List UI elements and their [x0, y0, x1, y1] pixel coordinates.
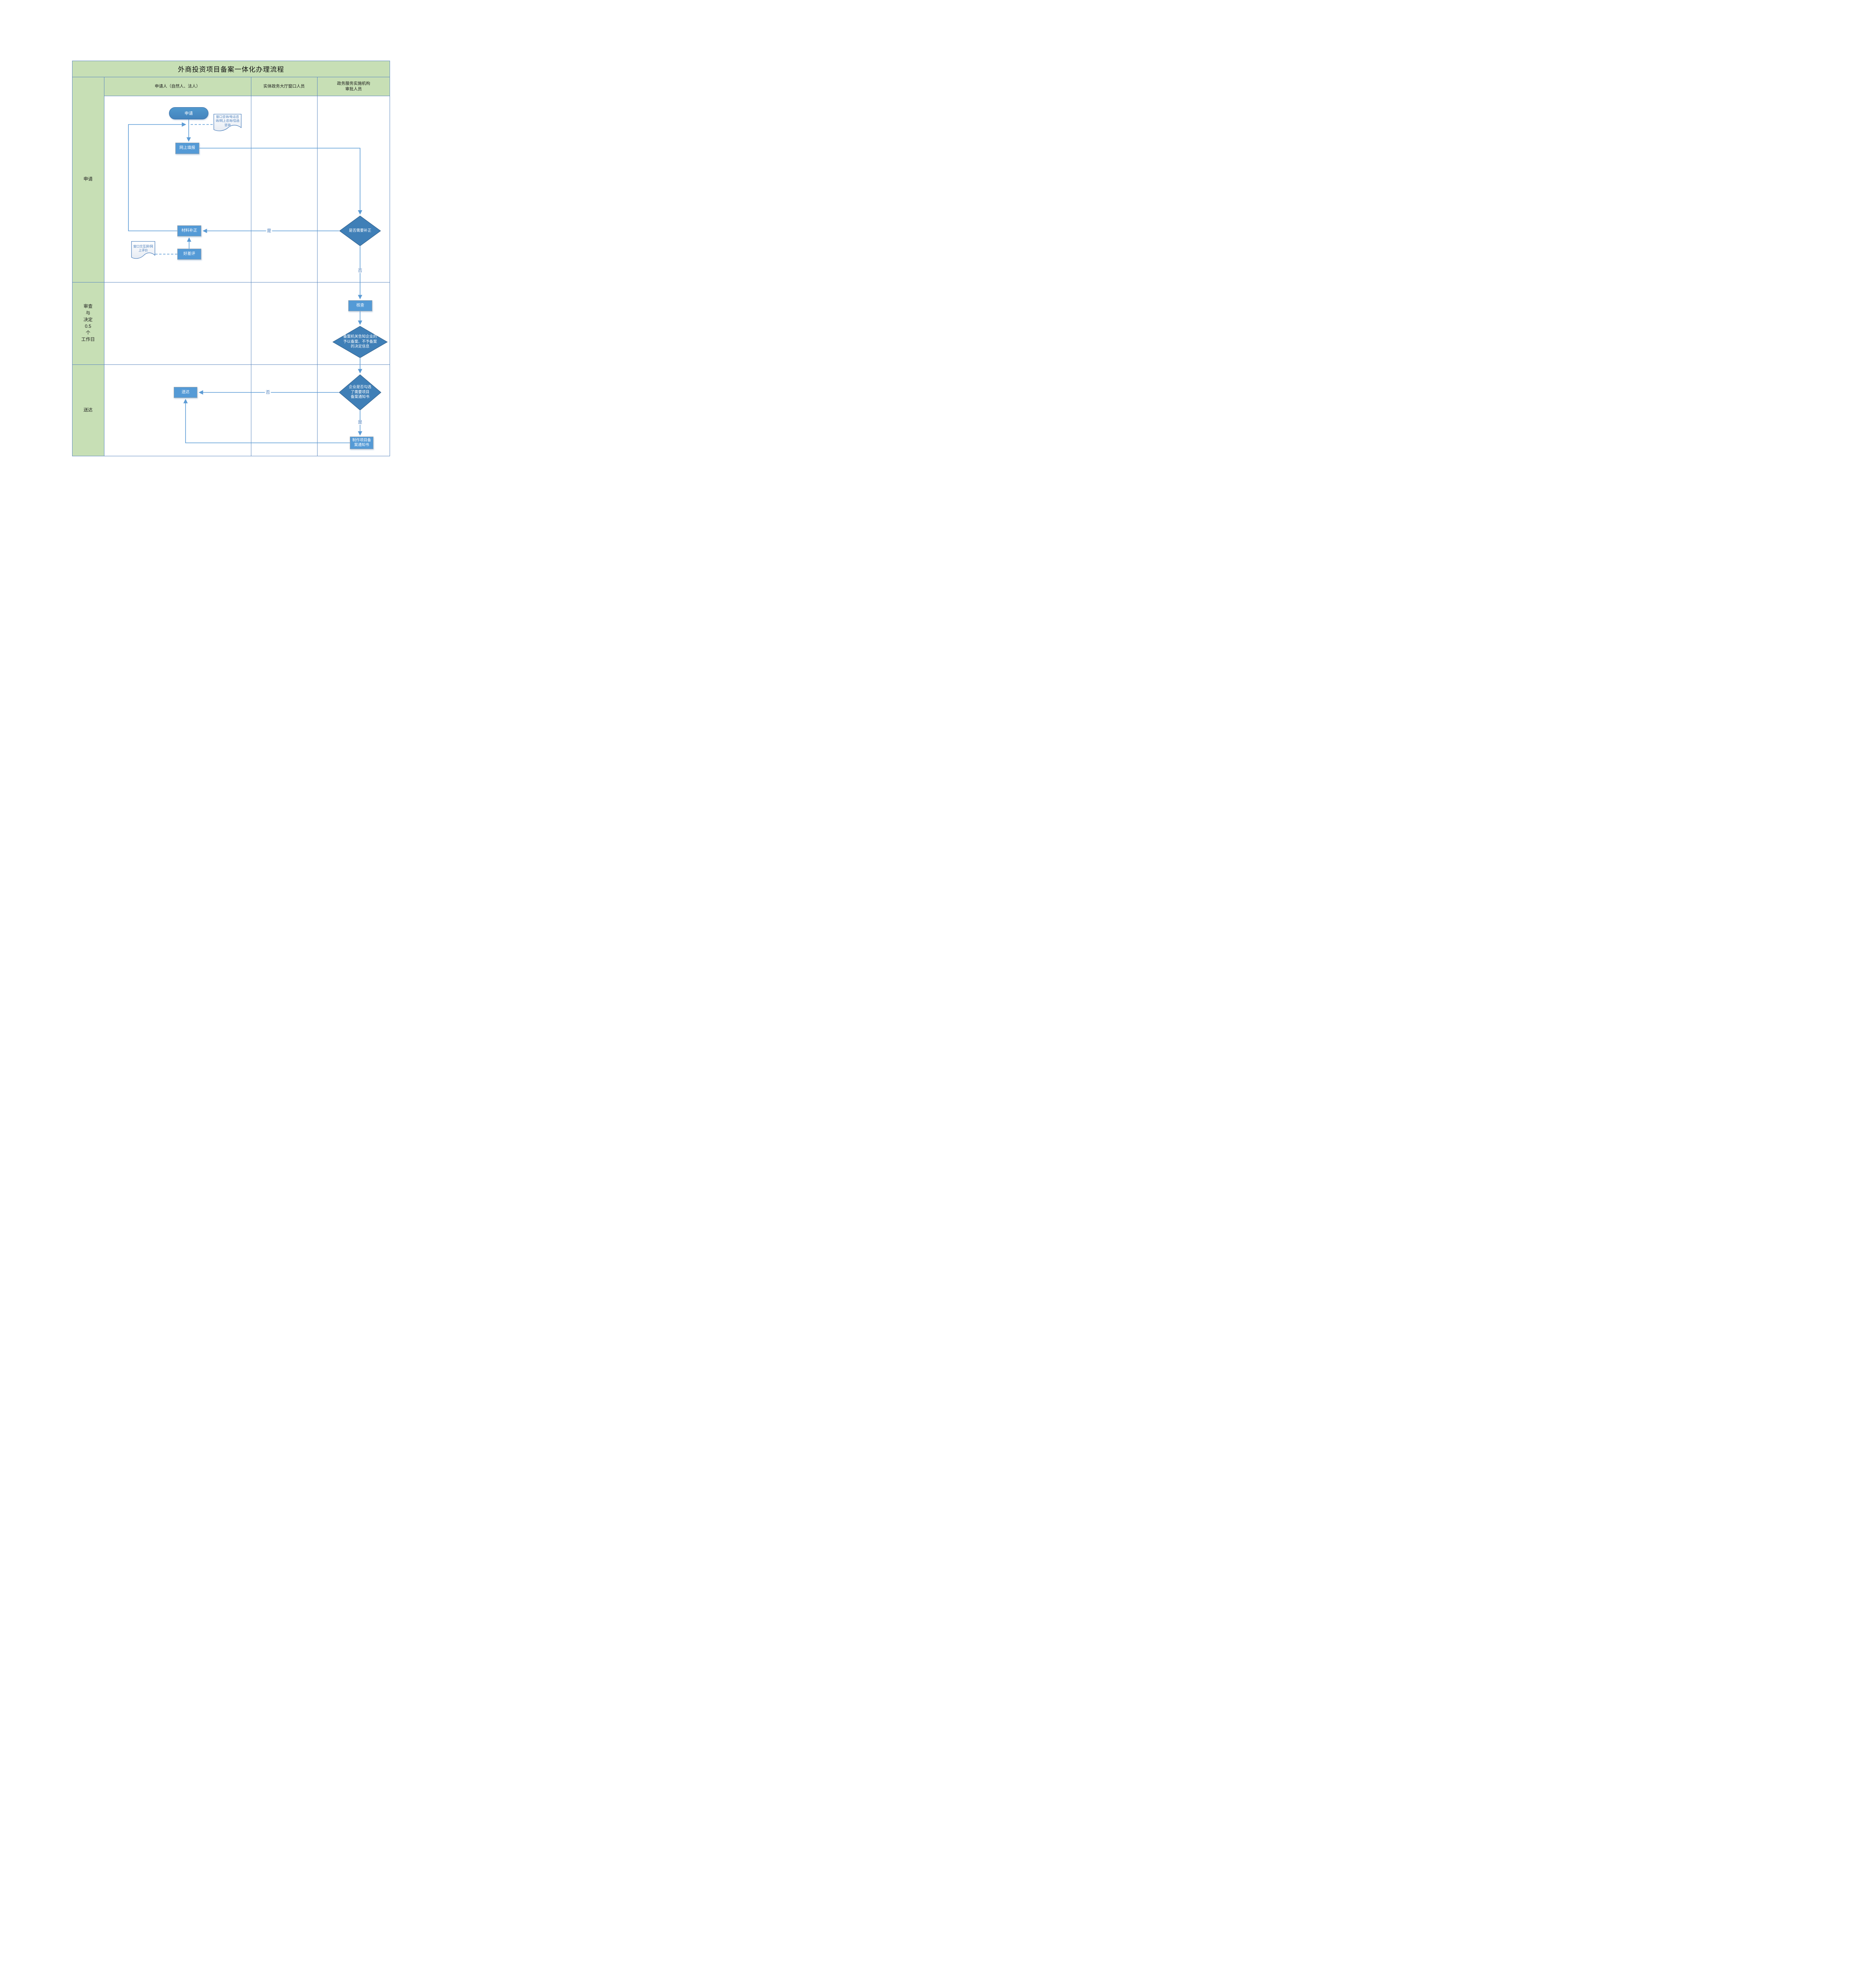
table-outer-border: [72, 61, 390, 456]
lane-header-hall-staff: 实体政务大厅窗口人员: [251, 77, 317, 96]
make-notice-label: 制作项目备 案通知书: [352, 438, 371, 447]
ticked-notice-decision: 企业是否勾选 了需要项目 备案通知书: [339, 374, 381, 411]
flowchart-canvas: 外商投资项目备案一体化办理流程 申请人（自然人、法人） 实体政务大厅窗口人员 政…: [0, 0, 469, 663]
lane-header-approver: 政务服务实施机构 审批人员: [317, 77, 390, 96]
need-fix-label: 是否需要补正: [349, 228, 371, 233]
notify-decision-node: 备案机关告知企业的 予以备案、不予备案 的决定信息: [332, 326, 388, 358]
edge-label-no-ticked: 否: [265, 390, 271, 395]
diamond-shape: [339, 374, 381, 411]
material-fix-node: 材料补正: [177, 225, 201, 236]
edge-label-yes-fix: 是: [266, 228, 272, 234]
rating-document-label: 窗口交互屏/网上评价: [133, 244, 153, 252]
stage-label-review: 审查 与 决定 0.5 个 工作日: [72, 282, 104, 364]
grid-hline-row2: [72, 364, 390, 365]
grid-vline-lane2: [317, 77, 318, 456]
edge-label-no-fix: 否: [357, 268, 363, 273]
rating-document-shape: 窗口交互屏/网上评价: [131, 241, 155, 260]
stage-label-apply: 申请: [72, 77, 104, 282]
rating-node: 好差评: [177, 249, 201, 260]
stage-label-deliver: 送达: [72, 364, 104, 456]
rating-label: 好差评: [183, 251, 195, 256]
deliver-node: 送达: [174, 387, 197, 398]
start-node: 申请: [169, 107, 208, 119]
lane-header-applicant: 申请人（自然人、法人）: [104, 77, 251, 96]
check-node: 核查: [348, 300, 372, 311]
material-fix-label: 材料补正: [181, 228, 197, 233]
consult-document-shape: 窗口咨询/电话咨询/网上咨询/信函咨询: [214, 114, 241, 133]
ticked-notice-label: 企业是否勾选 了需要项目 备案通知书: [349, 385, 371, 400]
notify-decision-label: 备案机关告知企业的 予以备案、不予备案 的决定信息: [343, 335, 377, 349]
page-title: 外商投资项目备案一体化办理流程: [72, 61, 390, 77]
edge-label-yes-ticked: 是: [357, 420, 363, 425]
document-icon: [214, 114, 241, 131]
start-node-label: 申请: [184, 111, 193, 116]
consult-document-label: 窗口咨询/电话咨询/网上咨询/信函咨询: [215, 115, 240, 127]
online-fill-label: 网上填报: [179, 146, 195, 151]
deliver-label: 送达: [182, 390, 189, 394]
need-fix-decision: 是否需要补正: [339, 216, 381, 246]
document-icon: [131, 241, 155, 259]
check-label: 核查: [356, 303, 364, 308]
online-fill-node: 网上填报: [175, 143, 199, 154]
diamond-shape: [339, 216, 381, 246]
diamond-shape: [332, 326, 388, 358]
make-notice-node: 制作项目备 案通知书: [350, 437, 373, 449]
